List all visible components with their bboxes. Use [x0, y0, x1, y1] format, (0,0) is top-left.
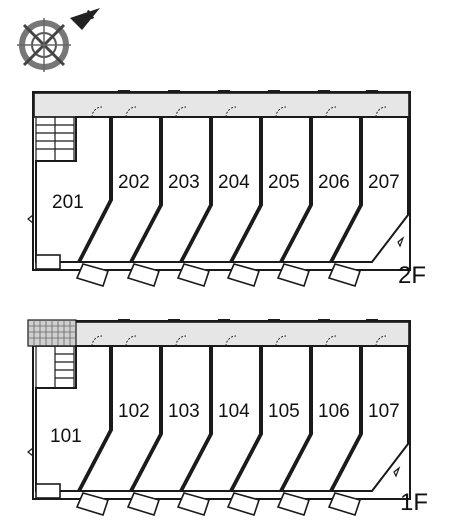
unit-204-outline: [180, 116, 261, 263]
unit-203-outline: [130, 116, 211, 263]
unit-label: 107: [368, 401, 400, 422]
marker-1f-right: [393, 466, 401, 478]
unit-106-outline: [280, 345, 361, 492]
unit-label: 103: [168, 401, 200, 422]
balconies-1f: [75, 492, 362, 516]
unit-201-entry: [35, 254, 61, 270]
unit-107-outline: [330, 345, 409, 492]
compass-icon: N: [17, 8, 100, 72]
unit-103-outline: [130, 345, 211, 492]
unit-label: 205: [268, 172, 300, 193]
unit-101-entry: [35, 483, 61, 499]
marker-2f-right: [397, 236, 405, 248]
windows-1f: [118, 319, 378, 322]
unit-102-outline: [78, 345, 161, 492]
marker-1f-left: [27, 446, 34, 458]
unit-206-outline: [280, 116, 361, 263]
corridor-1f: [33, 321, 410, 347]
unit-label: 204: [218, 172, 250, 193]
unit-104-outline: [180, 345, 261, 492]
floor-label-1f: 1F: [400, 489, 428, 516]
doors-2f: [91, 106, 387, 118]
unit-label: 106: [318, 401, 350, 422]
unit-label: 207: [368, 172, 400, 193]
doors-1f: [91, 335, 387, 347]
unit-207-outline: [330, 116, 409, 263]
unit-label: 105: [268, 401, 300, 422]
floor-2f: 201 202 203 204 205 206 207 2F: [27, 91, 426, 289]
balconies-2f: [75, 263, 362, 287]
unit-label: 104: [218, 401, 250, 422]
unit-label: 201: [52, 192, 84, 213]
hatched-area-1f: [27, 319, 77, 347]
unit-label: 206: [318, 172, 350, 193]
unit-205-outline: [230, 116, 311, 263]
corridor-2f: [33, 92, 410, 118]
unit-label: 101: [50, 426, 82, 447]
unit-202-outline: [78, 116, 161, 263]
unit-label: 202: [118, 172, 150, 193]
floor-label-2f: 2F: [398, 262, 426, 289]
floor-1f: 101 102 103 104 105 106 107 1F: [27, 319, 428, 516]
unit-105-outline: [230, 345, 311, 492]
stairs-1f: [35, 345, 75, 389]
windows-2f: [118, 90, 378, 93]
marker-2f-left: [27, 213, 34, 225]
unit-label: 203: [168, 172, 200, 193]
unit-label: 102: [118, 401, 150, 422]
